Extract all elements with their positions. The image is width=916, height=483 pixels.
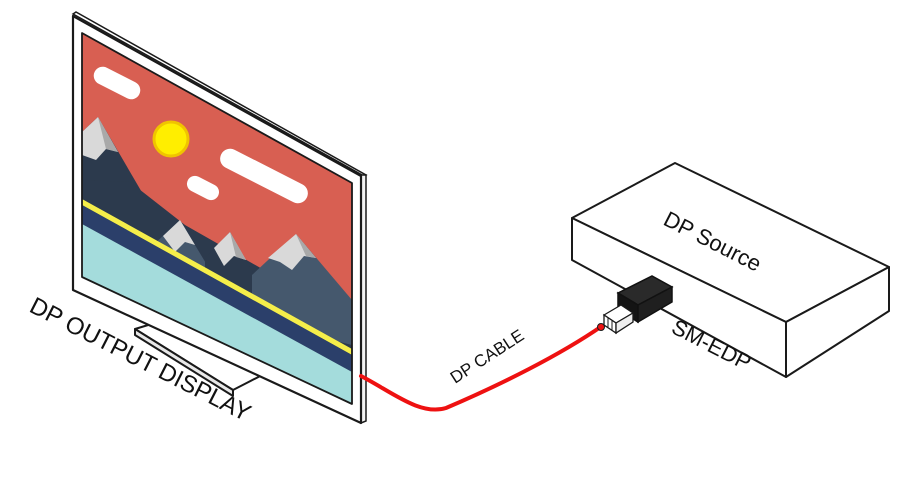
- cloud-2: [220, 148, 308, 204]
- plug-cable-end: [597, 323, 605, 331]
- yellow-band: [82, 199, 352, 355]
- plug-side: [615, 311, 634, 335]
- mountain-mid-1-snow: [163, 220, 195, 252]
- mountain-right-shade: [296, 234, 316, 258]
- cloud-1: [93, 66, 141, 100]
- source-side: [785, 266, 890, 378]
- stand-base-edge: [134, 328, 234, 397]
- dp-source-device: [571, 162, 890, 378]
- monitor: [71, 11, 368, 425]
- mountain-left-snow-shade: [98, 117, 118, 152]
- adapter-side: [637, 285, 673, 324]
- mountain-mid-2-shade: [230, 232, 246, 260]
- dp-cable: [359, 324, 604, 412]
- mountain-right-snow: [268, 234, 316, 270]
- cloud-3: [186, 175, 220, 201]
- dp-connector-plug: [597, 304, 635, 335]
- sun: [152, 120, 190, 158]
- screen-frame: [81, 32, 353, 405]
- blue-band: [82, 205, 352, 372]
- water: [82, 224, 352, 404]
- mountain-mid-2-snow: [214, 232, 246, 266]
